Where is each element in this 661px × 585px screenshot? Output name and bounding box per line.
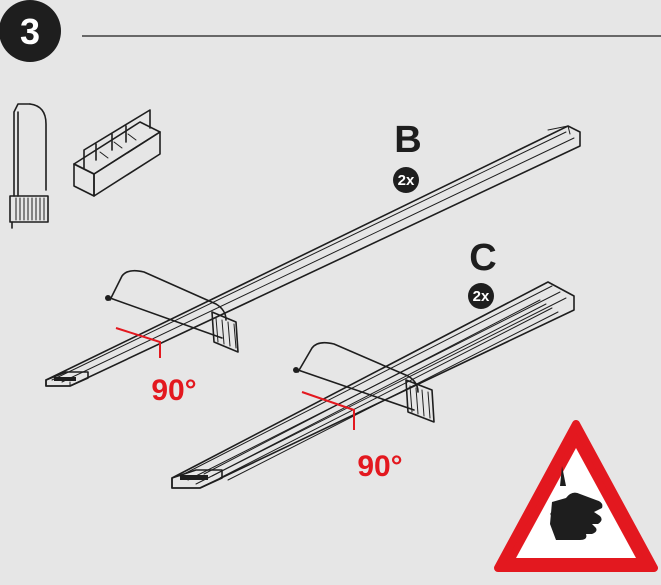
cut-mark-c: 90° — [301, 391, 403, 483]
cut-mark-b: 90° — [115, 327, 197, 407]
angle-label: 90° — [151, 374, 196, 407]
part-b-label: B 2x — [393, 119, 422, 193]
part-letter: C — [469, 237, 496, 279]
hand-cut-hazard-icon — [494, 420, 658, 572]
angle-label: 90° — [357, 450, 402, 483]
hacksaw-icon — [9, 103, 49, 229]
profile-c — [171, 281, 575, 489]
step-number: 3 — [20, 11, 40, 52]
profile-b — [45, 125, 581, 387]
miter-box-icon — [73, 109, 161, 197]
hacksaw-on-profile-b — [105, 269, 239, 353]
part-c-label: C 2x — [468, 237, 497, 309]
hacksaw-on-profile-c — [293, 341, 435, 423]
part-letter: B — [394, 119, 421, 161]
step-badge: 3 — [0, 0, 61, 62]
part-quantity: 2x — [473, 288, 490, 305]
part-quantity: 2x — [398, 172, 415, 189]
